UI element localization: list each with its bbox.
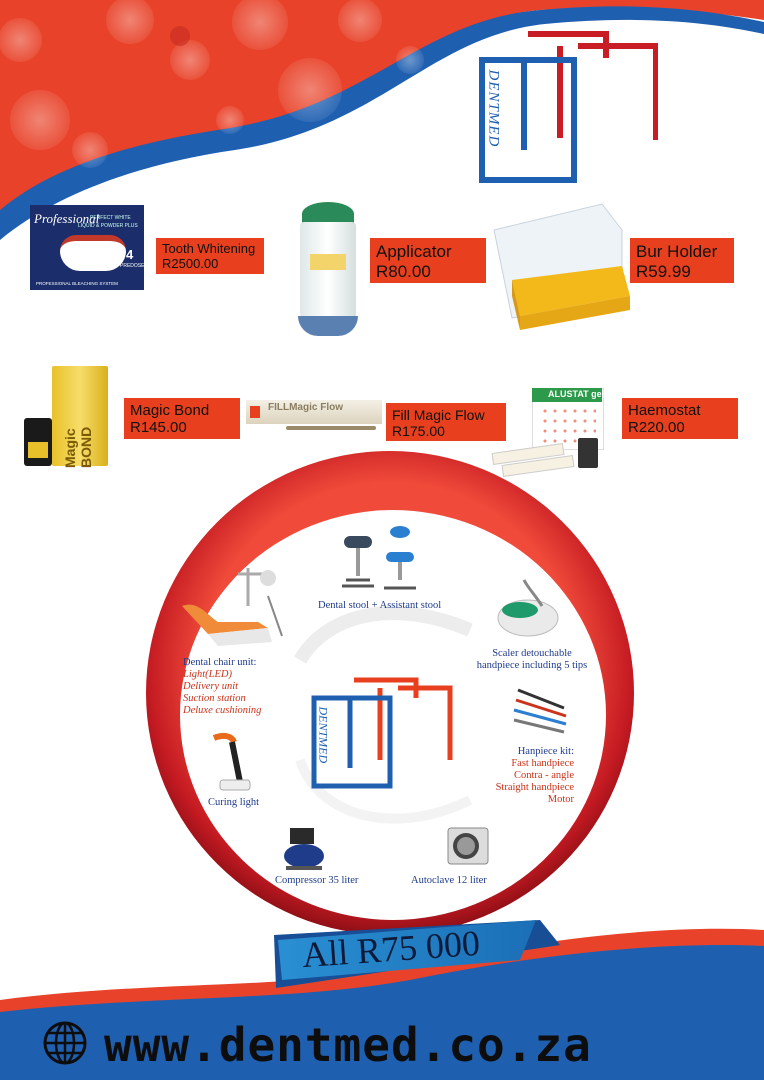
fill-magic-flow-tag: Fill Magic Flow R175.00 [386,403,506,442]
package-count-label: PREDOSE [120,263,145,269]
compressor-label: Compressor 35 liter [275,875,359,886]
autoclave-label: Autoclave 12 liter [411,875,487,886]
product-price: R80.00 [376,261,431,281]
package-brand: FILLMagic Flow [268,402,343,413]
center-logo-text: DENTMED [316,706,331,764]
fill-magic-flow-image: FILLMagic Flow [246,396,382,440]
handpiece-detail-4: Motor [547,794,574,805]
product-name: Fill Magic Flow [392,407,485,423]
center-logo: DENTMED [310,676,456,790]
tooth-whitening-tag: Tooth Whitening R2500.00 [156,238,264,274]
magic-bond-tag: Magic Bond R145.00 [124,398,240,439]
smile-image [60,235,126,271]
package-brand: ALUSTAT gel [548,389,605,399]
curing-light-image [204,732,256,794]
curing-light-label: Curing light [208,797,260,808]
brand-logo: DENTMED [478,30,659,185]
bur-holder-tag: Bur Holder R59.99 [630,238,734,284]
scaler-label-1: Scaler detouchable [492,648,572,659]
product-name: Tooth Whitening [162,241,256,256]
product-price: R145.00 [130,419,187,437]
globe-icon [42,1020,88,1066]
product-name: Haemostat [628,402,701,419]
magic-bond-image: Magic BOND [22,362,112,470]
package-brand: Magic BOND [62,426,94,468]
product-name: Applicator [376,242,452,261]
handpiece-detail-2: Contra - angle [513,770,574,781]
product-name: Bur Holder [636,242,718,261]
tooth-whitening-image: Professional PERFECT WHITE LIQUID & POWD… [30,205,144,290]
package-sub2: LIQUID & POWDER PLUS [78,223,138,229]
handpiece-detail-3: Straight handpiece [495,782,574,793]
package-brand: Professional [34,211,100,226]
package-count: 4 [126,247,134,262]
handpiece-detail-1: Fast handpiece [511,758,574,769]
dental-chair-detail-2: Delivery unit [183,681,239,692]
product-price: R59.99 [636,261,691,281]
scaler-label-2: handpiece including 5 tips [476,660,588,671]
handpiece-kit-image [508,686,572,738]
product-price: R175.00 [392,423,445,440]
website-link[interactable]: www.dentmed.co.za [104,1018,592,1072]
dental-chair-detail-1: Light(LED) [183,669,233,680]
scaler-image [496,578,560,642]
package-sub: PERFECT WHITE [90,215,131,221]
scaler-label: Scaler detouchable handpiece including 5… [472,648,592,672]
haemostat-tag: Haemostat R220.00 [622,398,738,439]
autoclave-image [446,826,490,866]
handpiece-kit-label: Hanpiece kit: Fast handpiece Contra - an… [474,746,574,806]
package-footer: PROFESSIONAL BLEACHING SYSTEM [36,281,118,286]
compressor-image [280,826,328,872]
dental-chair-image [178,566,292,652]
dental-chair-title: Dental chair unit: [183,657,257,668]
handpiece-kit-title: Hanpiece kit: [517,746,574,757]
logo-text: DENTMED [485,69,502,148]
dental-chair-detail-3: Suction station [183,693,246,704]
dental-stool-label: Dental stool + Assistant stool [318,600,442,611]
dental-chair-detail-4: Deluxe cushioning [183,705,262,716]
bur-holder-image [492,200,632,332]
dental-stool-image [336,526,422,596]
applicator-tag: Applicator R80.00 [370,238,486,284]
product-name: Magic Bond [130,402,210,419]
haemostat-image: ALUSTAT gel [491,388,614,480]
applicator-image [296,198,360,338]
product-price: R2500.00 [162,255,219,271]
dental-chair-label: Dental chair unit: Light(LED) Delivery u… [183,657,261,717]
product-price: R220.00 [628,419,685,437]
